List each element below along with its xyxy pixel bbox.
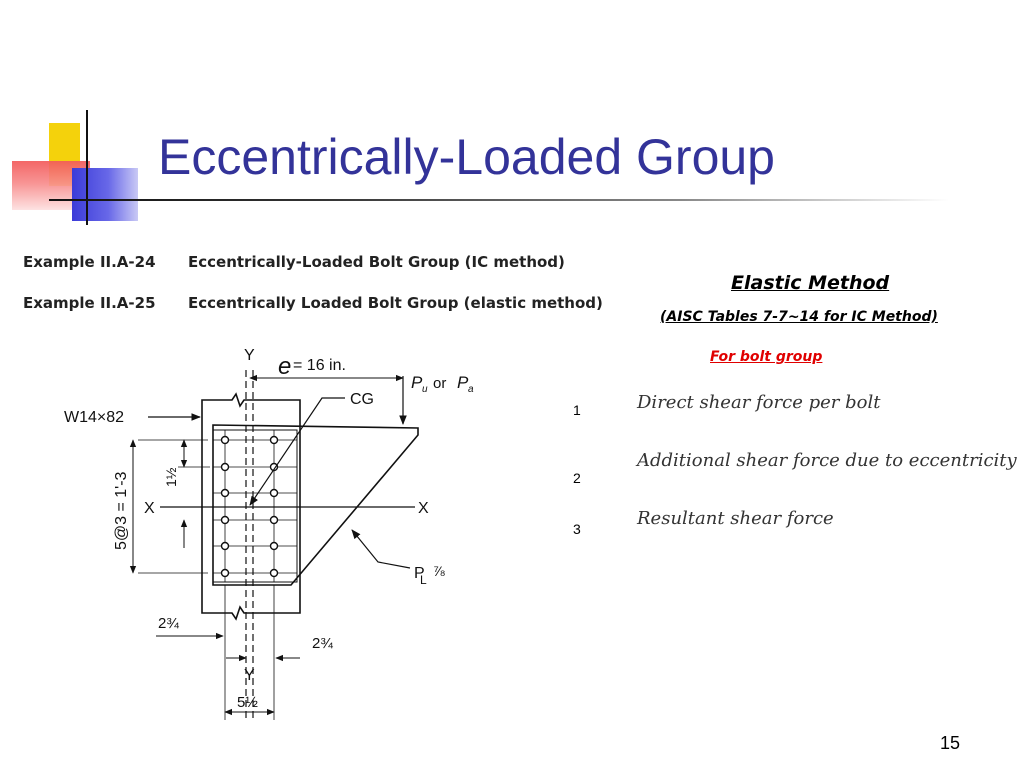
plate-sub: L xyxy=(420,573,427,587)
e-symbol: e xyxy=(278,353,291,380)
method-subtitle: (AISC Tables 7-7~14 for IC Method) xyxy=(660,309,938,325)
example-description: Eccentrically Loaded Bolt Group (elastic… xyxy=(188,294,603,312)
logo-vertical-line xyxy=(86,110,88,225)
bolt-grid-box xyxy=(212,429,298,583)
bolt xyxy=(269,515,279,525)
page-number: 15 xyxy=(940,733,961,753)
load-u: u xyxy=(422,384,428,395)
edge-right-label: 2¾ xyxy=(312,635,333,652)
edge-left-label: 2¾ xyxy=(158,615,179,632)
method-title: Elastic Method xyxy=(731,272,890,294)
cg-label: CG xyxy=(350,391,374,408)
bolt xyxy=(220,568,230,578)
load-or: or xyxy=(433,375,446,392)
pitch-label: 1½ xyxy=(163,467,179,487)
example-description: Eccentrically-Loaded Bolt Group (IC meth… xyxy=(188,253,565,271)
step-index: 1 xyxy=(573,402,581,418)
gage-label: 5½ xyxy=(237,694,258,711)
step-text: Additional shear force due to eccentrici… xyxy=(637,450,1017,471)
column-outline xyxy=(201,392,301,621)
y-label-bottom: Y xyxy=(244,667,255,684)
bolt-group-diagram: X X Y Y e = 16 in. P u or P a CG W14×82 … xyxy=(64,347,474,720)
plate-leader xyxy=(351,529,411,569)
bolt xyxy=(269,568,279,578)
bolt xyxy=(220,488,230,498)
step-index: 2 xyxy=(573,470,581,486)
load-a: a xyxy=(468,384,474,395)
title-underline xyxy=(49,199,949,201)
bolt xyxy=(220,541,230,551)
cg-leader xyxy=(249,397,345,506)
step-text: Resultant shear force xyxy=(637,508,834,529)
bolt xyxy=(220,435,230,445)
bolt xyxy=(269,541,279,551)
plate-thk: ⅞ xyxy=(433,563,445,579)
e-value: = 16 in. xyxy=(293,357,346,374)
x-label-left: X xyxy=(144,500,155,517)
slide-title: Eccentrically-Loaded Group xyxy=(158,129,775,185)
load-p: P xyxy=(411,373,423,392)
bracket-plate xyxy=(212,424,419,586)
step-text: Direct shear force per bolt xyxy=(637,392,881,413)
x-label-right: X xyxy=(418,500,429,517)
member-label: W14×82 xyxy=(64,409,124,426)
example-number: Example II.A-25 xyxy=(23,294,156,312)
spacing-label: 5@3 = 1'-3 xyxy=(113,471,130,550)
y-label-top: Y xyxy=(244,347,255,364)
plate-label: P xyxy=(414,565,425,582)
example-number: Example II.A-24 xyxy=(23,253,156,271)
load-p: P xyxy=(457,373,469,392)
logo-square-blue xyxy=(72,168,138,221)
method-group-label: For bolt group xyxy=(710,349,823,365)
example-line-2: Example II.A-25 Eccentrically Loaded Bolt… xyxy=(23,294,603,312)
bolt xyxy=(269,488,279,498)
step-index: 3 xyxy=(573,521,581,537)
bolt xyxy=(220,462,230,472)
bolts xyxy=(220,435,279,578)
bolt xyxy=(269,435,279,445)
example-line-1: Example II.A-24 Eccentrically-Loaded Bolt… xyxy=(23,253,565,271)
bolt xyxy=(269,462,279,472)
bolt xyxy=(220,515,230,525)
